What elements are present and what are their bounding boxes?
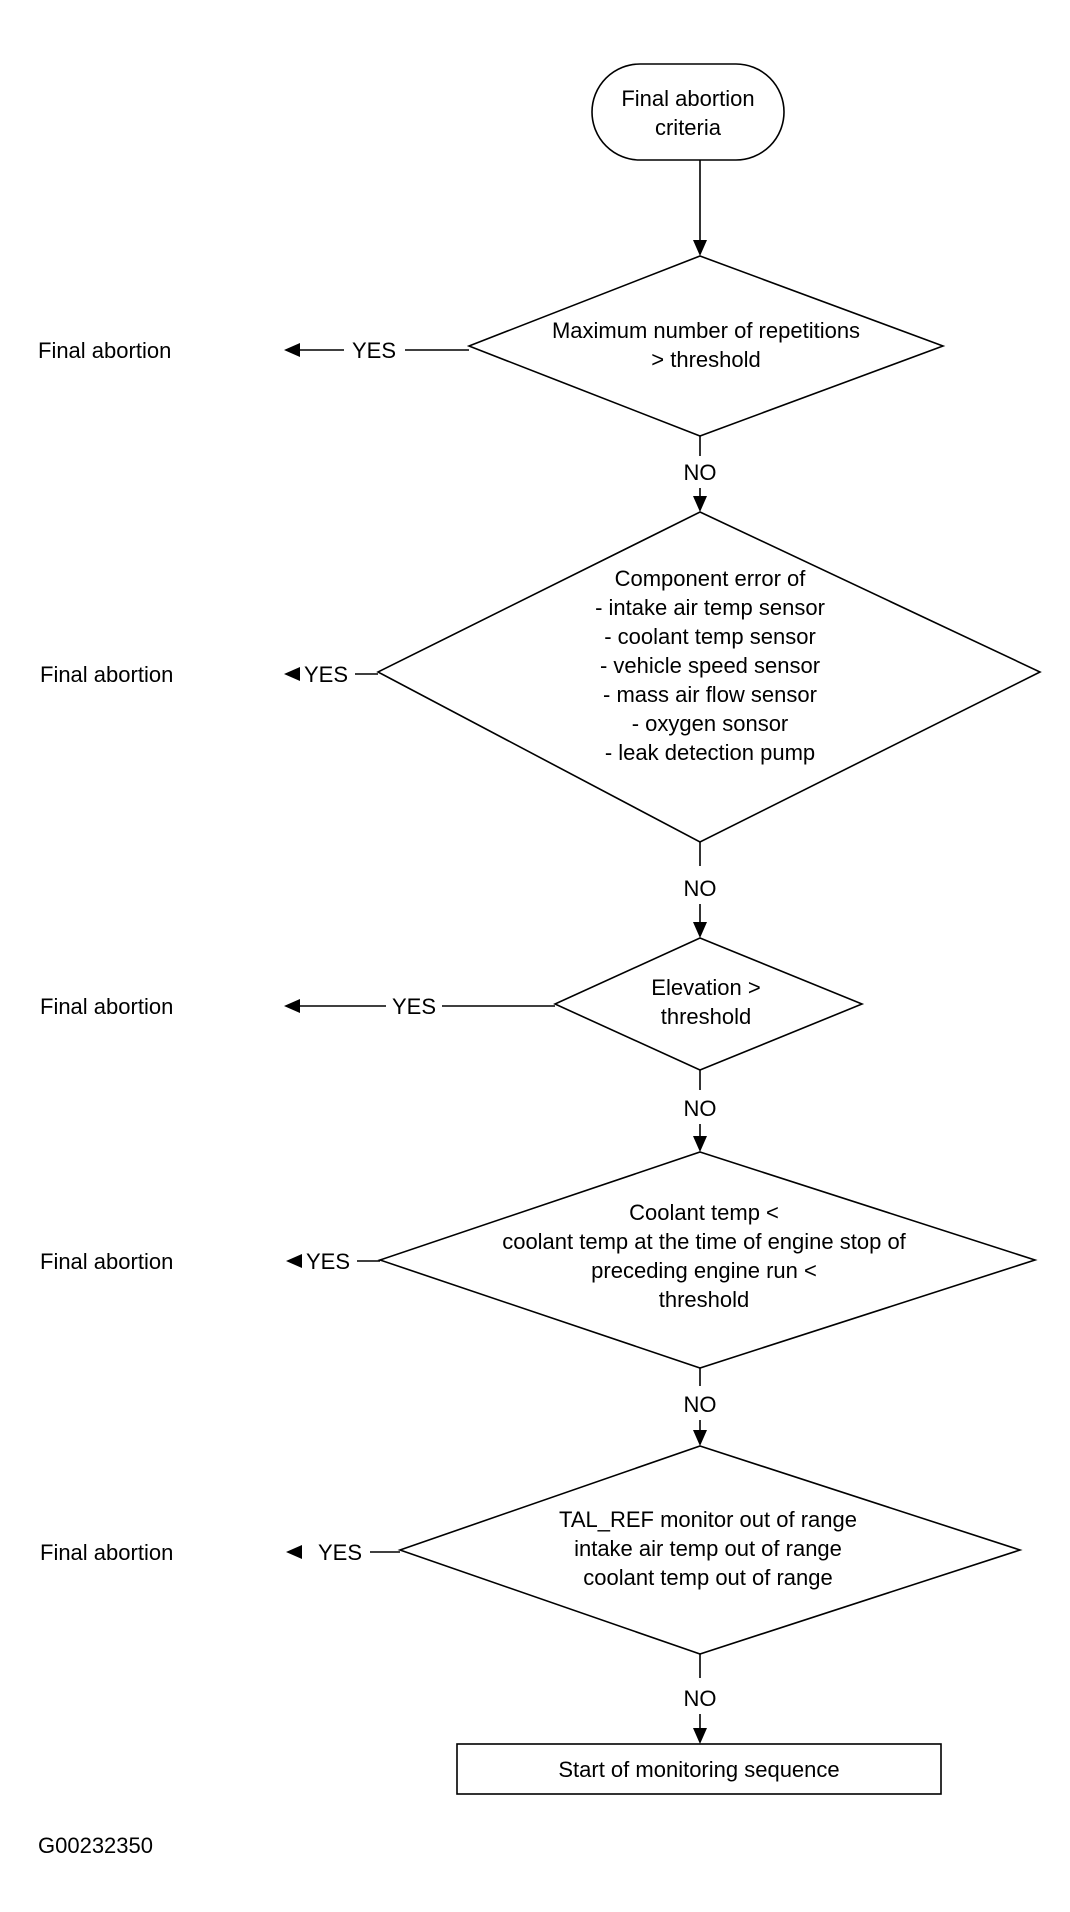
decision-1-no-label: NO xyxy=(684,460,717,485)
end-process-box xyxy=(456,1743,942,1795)
arrowhead-left-icon xyxy=(284,343,300,357)
decision-2-label-line-5: - mass air flow sensor xyxy=(603,682,817,707)
decision-4-outcome-final-abortion: Final abortion xyxy=(40,1249,173,1274)
decision-1-diamond xyxy=(466,255,946,437)
figure-id: G00232350 xyxy=(38,1833,153,1858)
start-terminal-label-line-1: Final abortion xyxy=(621,86,754,111)
decision-1-outcome-final-abortion: Final abortion xyxy=(38,338,171,363)
decision-2-label-line-6: - oxygen sonsor xyxy=(632,711,789,736)
decision-1-yes-label: YES xyxy=(352,338,396,363)
decision-5-outcome-final-abortion: Final abortion xyxy=(40,1540,173,1565)
decision-2-label-line-2: - intake air temp sensor xyxy=(595,595,825,620)
decision-5-yes-label: YES xyxy=(318,1540,362,1565)
decision-2-outcome-final-abortion: Final abortion xyxy=(40,662,173,687)
decision-3-yes-label: YES xyxy=(392,994,436,1019)
start-terminal-shape xyxy=(591,63,785,161)
decision-4-label-line-3: preceding engine run < xyxy=(591,1258,817,1283)
arrowhead-left-icon xyxy=(284,667,300,681)
decision-2-yes-label: YES xyxy=(304,662,348,687)
decision-2-no-label: NO xyxy=(684,876,717,901)
arrowhead-down-icon xyxy=(693,496,707,512)
arrowhead-left-icon xyxy=(286,1545,302,1559)
decision-2-label-line-4: - vehicle speed sensor xyxy=(600,653,820,678)
arrowhead-down-icon xyxy=(693,1136,707,1152)
decision-4: Coolant temp < coolant temp at the time … xyxy=(377,1151,1038,1369)
decision-5: TAL_REF monitor out of range intake air … xyxy=(397,1445,1023,1655)
decision-2-label-line-7: - leak detection pump xyxy=(605,740,815,765)
decision-3-no-label: NO xyxy=(684,1096,717,1121)
arrowhead-down-icon xyxy=(693,1430,707,1446)
decision-3-outcome-final-abortion: Final abortion xyxy=(40,994,173,1019)
decision-2-label-line-1: Component error of xyxy=(615,566,807,591)
decision-5-no-label: NO xyxy=(684,1686,717,1711)
decision-4-no-label: NO xyxy=(684,1392,717,1417)
decision-5-label-line-1: TAL_REF monitor out of range xyxy=(559,1507,857,1532)
start-terminal-label-line-2: criteria xyxy=(655,115,722,140)
decision-5-label-line-3: coolant temp out of range xyxy=(583,1565,833,1590)
decision-3: Elevation > threshold xyxy=(553,937,865,1071)
decision-3-label-line-1: Elevation > xyxy=(651,975,760,1000)
decision-1-label-line-2: > threshold xyxy=(651,347,760,372)
decision-2: Component error of - intake air temp sen… xyxy=(376,511,1042,843)
arrowhead-down-icon xyxy=(693,240,707,256)
start-terminal: Final abortion criteria xyxy=(591,63,785,161)
decision-1-label-line-1: Maximum number of repetitions xyxy=(552,318,860,343)
decision-3-label-line-2: threshold xyxy=(661,1004,752,1029)
arrowhead-left-icon xyxy=(286,1254,302,1268)
decision-2-label-line-3: - coolant temp sensor xyxy=(604,624,816,649)
decision-4-label-line-4: threshold xyxy=(659,1287,750,1312)
decision-4-label-line-1: Coolant temp < xyxy=(629,1200,779,1225)
decision-4-yes-label: YES xyxy=(306,1249,350,1274)
end-process-label: Start of monitoring sequence xyxy=(558,1757,839,1782)
decision-5-label-line-2: intake air temp out of range xyxy=(574,1536,842,1561)
end-process: Start of monitoring sequence xyxy=(456,1743,942,1795)
arrowhead-down-icon xyxy=(693,1728,707,1744)
decision-4-label-line-2: coolant temp at the time of engine stop … xyxy=(502,1229,906,1254)
decision-1: Maximum number of repetitions > threshol… xyxy=(466,255,946,437)
arrowhead-left-icon xyxy=(284,999,300,1013)
arrowhead-down-icon xyxy=(693,922,707,938)
